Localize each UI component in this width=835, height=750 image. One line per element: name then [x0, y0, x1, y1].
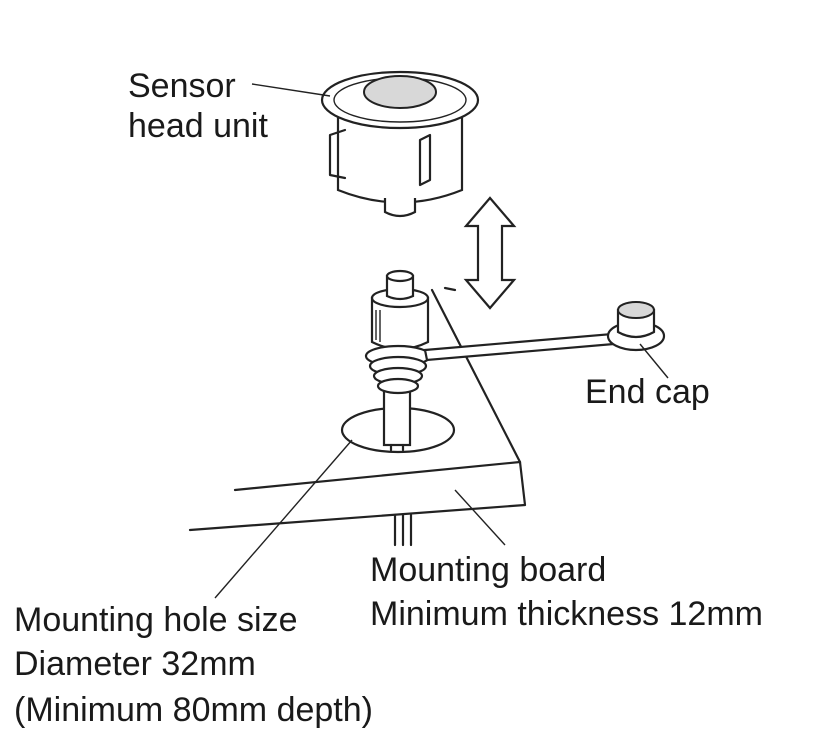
mounting-board-label: Mounting board [370, 551, 607, 589]
end-cap-label: End cap [585, 373, 710, 411]
cable-rod [382, 383, 413, 547]
up-down-arrow-icon [463, 196, 517, 310]
end-cap [606, 301, 666, 352]
sensor-head-label: Sensor [128, 67, 236, 105]
mounting-hole-label: Mounting hole size [14, 601, 298, 639]
mounting-board [188, 286, 527, 532]
hole-depth-label: (Minimum 80mm depth) [14, 691, 373, 729]
board-thickness-label: Minimum thickness 12mm [370, 595, 763, 633]
hole-diameter-label: Diameter 32mm [14, 645, 256, 683]
sensor-head-label-line2: head unit [128, 107, 268, 145]
tether-strap [423, 332, 616, 362]
leader-lines [214, 83, 669, 599]
connector [364, 269, 432, 395]
sensor-head-unit [320, 70, 480, 218]
